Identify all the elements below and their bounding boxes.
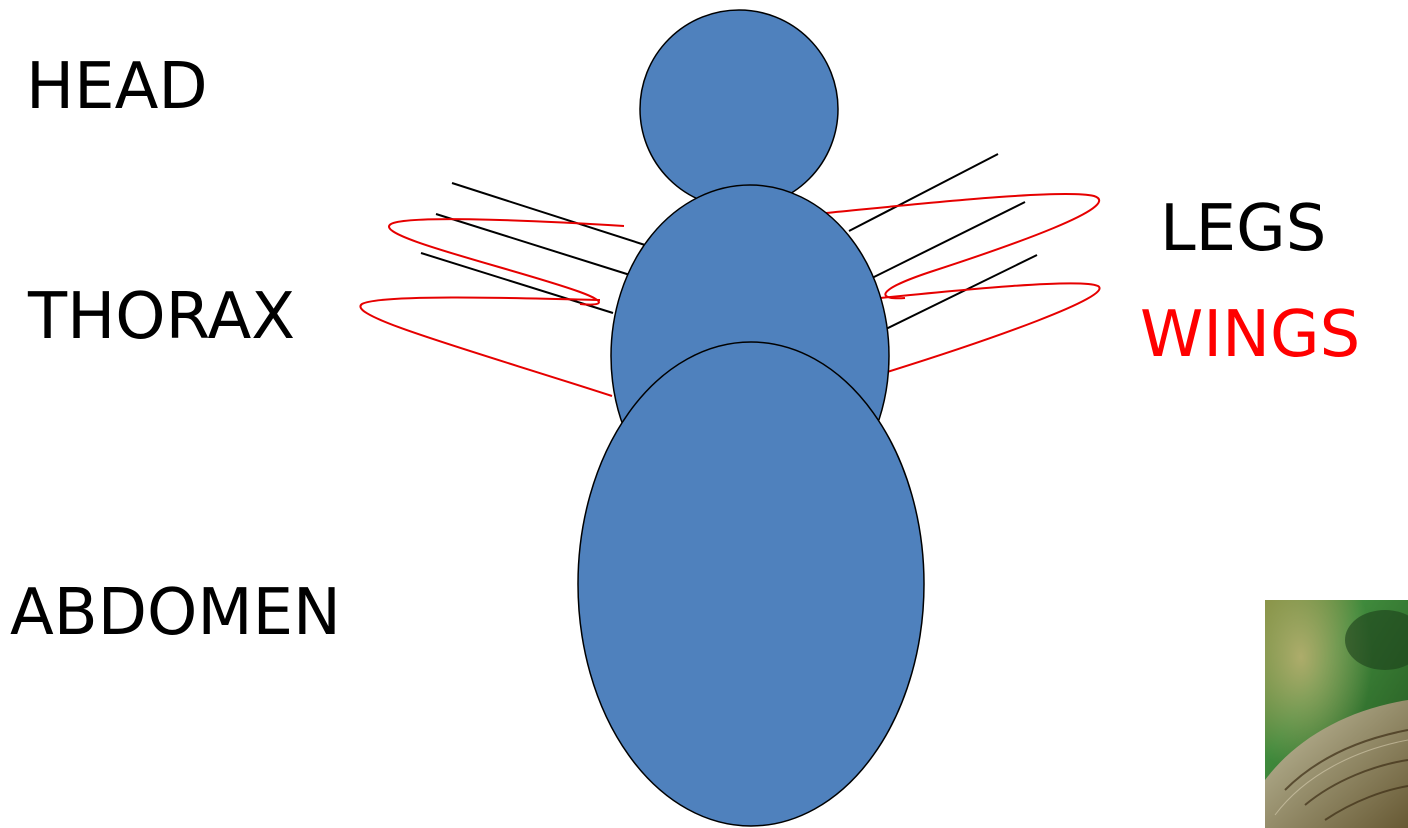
head-shape [640,10,838,208]
leg-right-3 [886,255,1037,329]
wing-left-lower [360,298,612,397]
abdomen-label: ABDOMEN [10,581,341,645]
abdomen-shape [578,342,924,826]
insect-photo [1265,600,1408,828]
legs-left [421,183,645,313]
wing-right-lower [880,283,1100,373]
legs-label: LEGS [1160,197,1326,261]
thorax-label: THORAX [28,285,295,349]
insect-photo-icon [1265,600,1408,828]
leg-left-1 [452,183,645,245]
head-label: HEAD [26,55,208,119]
wings-label: WINGS [1140,303,1360,367]
leg-right-1 [849,154,998,231]
